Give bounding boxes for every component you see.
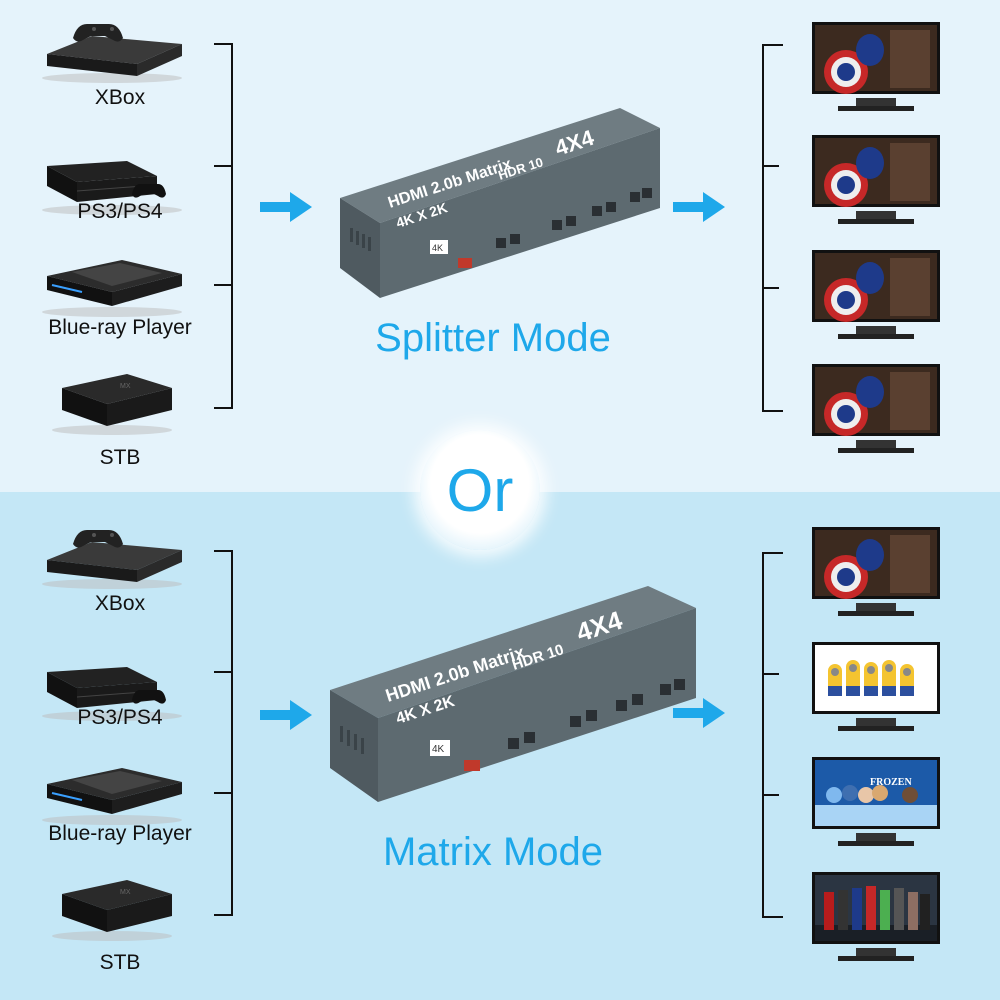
bluray-player-icon — [32, 756, 192, 826]
output-bracket-tick — [762, 287, 779, 289]
hero-shield-image — [815, 253, 937, 322]
source-label-xbox: XBox — [94, 592, 146, 615]
set-top-box-icon — [32, 366, 192, 436]
hdmi-matrix-device: HDMI 2.0b Matrix 4K X 2K HDR 10 4X4 4K — [330, 586, 696, 802]
output-bracket — [762, 552, 783, 918]
source-label-stb: STB — [99, 446, 141, 469]
output-bracket-tick — [762, 794, 779, 796]
source-label-xbox: XBox — [94, 86, 146, 109]
tv-monitor-4 — [810, 870, 942, 970]
tv-monitor-3 — [810, 248, 942, 348]
splitter-mode-title: Splitter Mode — [375, 316, 611, 360]
hero-shield-image — [815, 367, 937, 436]
frozen-image: FROZEN — [815, 760, 937, 826]
matrix-dip-switch — [458, 258, 472, 268]
matrix-mode-title: Matrix Mode — [382, 830, 604, 874]
xbox-icon — [32, 14, 192, 84]
source-label-ps: PS3/PS4 — [77, 200, 163, 223]
or-separator: Or — [420, 430, 540, 550]
hero-team-image — [815, 875, 937, 941]
tv-monitor-3: FROZEN — [810, 755, 942, 855]
output-arrow-icon — [673, 192, 725, 222]
input-bracket — [214, 43, 233, 409]
hdmi-matrix-device: HDMI 2.0b Matrix 4K X 2K HDR 10 4X4 4K — [340, 108, 660, 298]
matrix-badge-text: 4K — [432, 744, 445, 755]
hero-shield-image — [815, 530, 937, 599]
matrix-dip-switch — [464, 760, 480, 771]
frozen-logo-text: FROZEN — [870, 777, 912, 788]
input-arrow-icon — [260, 192, 312, 222]
output-bracket-tick — [762, 673, 779, 675]
source-label-bluray: Blue-ray Player — [48, 822, 192, 845]
input-arrow-icon — [260, 700, 312, 730]
input-bracket-tick — [214, 792, 231, 794]
input-bracket-tick — [214, 671, 231, 673]
matrix-4k-badge — [430, 240, 448, 254]
tv-monitor-4 — [810, 362, 942, 462]
input-bracket-tick — [214, 165, 231, 167]
output-bracket — [762, 44, 783, 412]
source-label-bluray: Blue-ray Player — [48, 316, 192, 339]
source-label-stb: STB — [99, 951, 141, 974]
source-label-ps: PS3/PS4 — [77, 706, 163, 729]
minions-image — [815, 645, 937, 711]
tv-monitor-1 — [810, 525, 942, 625]
xbox-icon — [32, 520, 192, 590]
output-bracket-tick — [762, 165, 779, 167]
matrix-badge-text: 4K — [432, 243, 443, 253]
input-bracket-tick — [214, 284, 231, 286]
input-bracket — [214, 550, 233, 916]
hero-shield-image — [815, 138, 937, 207]
matrix-4k-badge — [430, 740, 450, 756]
set-top-box-icon — [32, 872, 192, 942]
bluray-player-icon — [32, 248, 192, 318]
hero-shield-image — [815, 25, 937, 94]
tv-monitor-2 — [810, 133, 942, 233]
tv-monitor-2 — [810, 640, 942, 740]
output-arrow-icon — [673, 698, 725, 728]
tv-monitor-1 — [810, 20, 942, 120]
